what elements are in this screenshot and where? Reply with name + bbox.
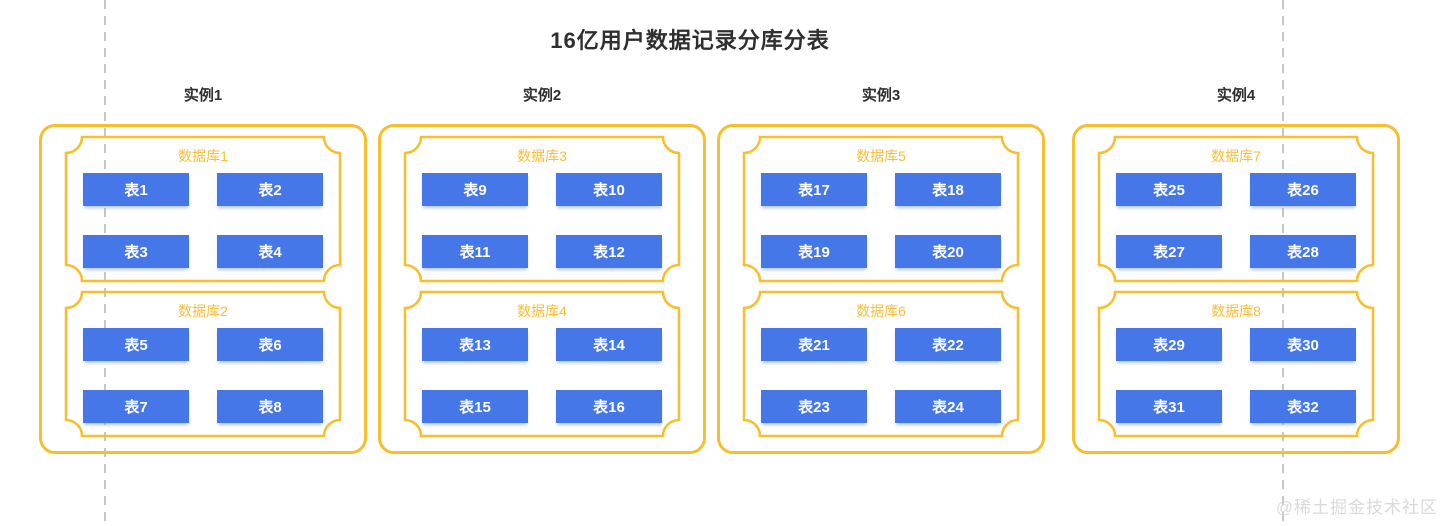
instance-label: 实例2	[522, 87, 562, 104]
instance-box: 数据库7 表25 表26 表27 表28 数据库8 表29 表30 表31 表32	[1072, 124, 1400, 454]
database-container: 数据库1 表1 表2 表3 表4	[64, 135, 342, 283]
instance-box: 数据库1 表1 表2 表3 表4 数据库2 表5 表6 表7 表8	[39, 124, 367, 454]
table-node: 表12	[556, 235, 662, 268]
table-node: 表30	[1250, 328, 1356, 361]
table-node: 表27	[1116, 235, 1222, 268]
table-node: 表11	[422, 235, 528, 268]
table-node: 表18	[895, 173, 1001, 206]
tables-grid: 表1 表2 表3 表4	[66, 173, 340, 268]
instance-3: 实例3 数据库5 表17 表18 表19 表20 数据库6 表21 表22 表23 表24	[717, 87, 1045, 454]
table-node: 表9	[422, 173, 528, 206]
database-container: 数据库4 表13 表14 表15 表16	[403, 290, 681, 438]
instance-4: 实例4 数据库7 表25 表26 表27 表28 数据库8 表29 表30 表31 表32	[1072, 87, 1400, 454]
instance-1: 实例1 数据库1 表1 表2 表3 表4 数据库2 表5 表6 表7 表8	[39, 87, 367, 454]
table-node: 表25	[1116, 173, 1222, 206]
tables-grid: 表17 表18 表19 表20	[744, 173, 1018, 268]
table-node: 表4	[217, 235, 323, 268]
database-container: 数据库3 表9 表10 表11 表12	[403, 135, 681, 283]
instance-label: 实例4	[1216, 87, 1256, 104]
table-node: 表15	[422, 390, 528, 423]
database-ticket-border	[64, 135, 342, 283]
table-node: 表22	[895, 328, 1001, 361]
database-container: 数据库7 表25 表26 表27 表28	[1097, 135, 1375, 283]
tables-grid: 表21 表22 表23 表24	[744, 328, 1018, 423]
tables-grid: 表13 表14 表15 表16	[405, 328, 679, 423]
instance-box: 数据库3 表9 表10 表11 表12 数据库4 表13 表14 表15 表16	[378, 124, 706, 454]
tables-grid: 表9 表10 表11 表12	[405, 173, 679, 268]
database-ticket-border	[742, 290, 1020, 438]
table-node: 表6	[217, 328, 323, 361]
table-node: 表8	[217, 390, 323, 423]
table-node: 表19	[761, 235, 867, 268]
database-label: 数据库7	[1211, 148, 1261, 164]
tables-grid: 表29 表30 表31 表32	[1099, 328, 1373, 423]
database-label: 数据库2	[178, 303, 228, 319]
tables-grid: 表5 表6 表7 表8	[66, 328, 340, 423]
table-node: 表20	[895, 235, 1001, 268]
watermark: @稀土掘金技术社区	[1275, 498, 1438, 517]
table-node: 表7	[83, 390, 189, 423]
database-ticket-border	[1097, 135, 1375, 283]
table-node: 表26	[1250, 173, 1356, 206]
database-container: 数据库5 表17 表18 表19 表20	[742, 135, 1020, 283]
database-ticket-border	[403, 135, 681, 283]
table-node: 表28	[1250, 235, 1356, 268]
table-node: 表2	[217, 173, 323, 206]
table-node: 表3	[83, 235, 189, 268]
database-label: 数据库5	[856, 148, 906, 164]
table-node: 表21	[761, 328, 867, 361]
database-label: 数据库8	[1211, 303, 1261, 319]
table-node: 表23	[761, 390, 867, 423]
table-node: 表10	[556, 173, 662, 206]
table-node: 表14	[556, 328, 662, 361]
database-container: 数据库2 表5 表6 表7 表8	[64, 290, 342, 438]
database-label: 数据库4	[517, 303, 567, 319]
database-container: 数据库8 表29 表30 表31 表32	[1097, 290, 1375, 438]
table-node: 表16	[556, 390, 662, 423]
database-ticket-border	[403, 290, 681, 438]
instance-label: 实例1	[183, 87, 223, 104]
table-node: 表24	[895, 390, 1001, 423]
table-node: 表29	[1116, 328, 1222, 361]
table-node: 表31	[1116, 390, 1222, 423]
diagram-title: 16亿用户数据记录分库分表	[550, 28, 830, 53]
table-node: 表13	[422, 328, 528, 361]
database-ticket-border	[64, 290, 342, 438]
instance-label: 实例3	[861, 87, 901, 104]
database-label: 数据库1	[178, 148, 228, 164]
tables-grid: 表25 表26 表27 表28	[1099, 173, 1373, 268]
database-container: 数据库6 表21 表22 表23 表24	[742, 290, 1020, 438]
database-label: 数据库6	[856, 303, 906, 319]
instance-2: 实例2 数据库3 表9 表10 表11 表12 数据库4 表13 表14 表15 表16	[378, 87, 706, 454]
instance-box: 数据库5 表17 表18 表19 表20 数据库6 表21 表22 表23 表24	[717, 124, 1045, 454]
database-ticket-border	[1097, 290, 1375, 438]
table-node: 表17	[761, 173, 867, 206]
table-node: 表5	[83, 328, 189, 361]
table-node: 表32	[1250, 390, 1356, 423]
database-ticket-border	[742, 135, 1020, 283]
database-label: 数据库3	[517, 148, 567, 164]
table-node: 表1	[83, 173, 189, 206]
